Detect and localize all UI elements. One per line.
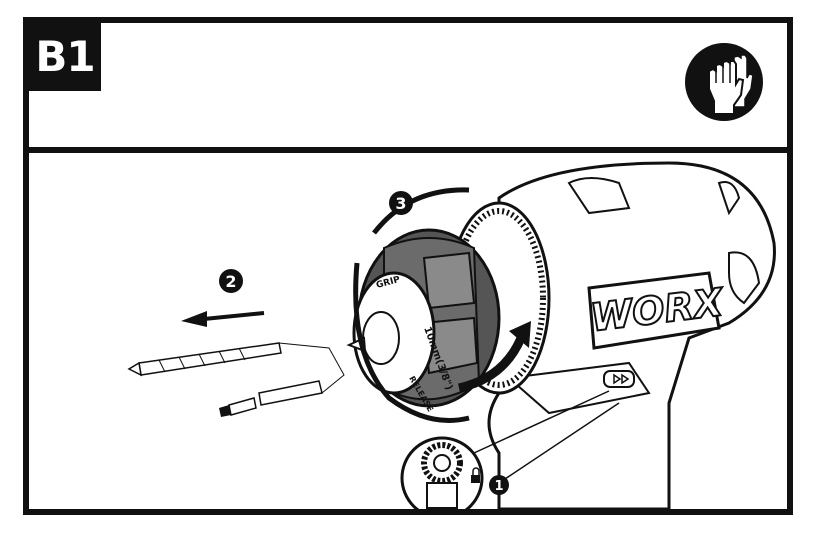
step-label: B1 xyxy=(29,23,101,91)
svg-text:1: 1 xyxy=(494,479,503,494)
panel-header: B1 xyxy=(29,23,787,153)
callout-2: 2 xyxy=(219,269,243,293)
remove-bit-arrow xyxy=(181,311,265,327)
callout-3: 3 xyxy=(389,191,413,215)
drill-bit xyxy=(127,342,282,377)
drill-chuck: 10mm(3/8") GRIP RELEASE xyxy=(346,228,501,413)
svg-text:3: 3 xyxy=(395,194,406,213)
rotation-arrows xyxy=(353,187,531,423)
screwdriver-bit xyxy=(219,380,323,417)
svg-text:2: 2 xyxy=(225,272,236,291)
callout-1: 1 xyxy=(489,475,509,495)
instruction-panel: B1 xyxy=(23,17,793,515)
chuck-lock-detail xyxy=(400,390,620,509)
drill-illustration: WORX 10mm(3/8") GRIP RELEASE xyxy=(29,153,787,509)
protective-gloves-icon xyxy=(685,43,763,121)
